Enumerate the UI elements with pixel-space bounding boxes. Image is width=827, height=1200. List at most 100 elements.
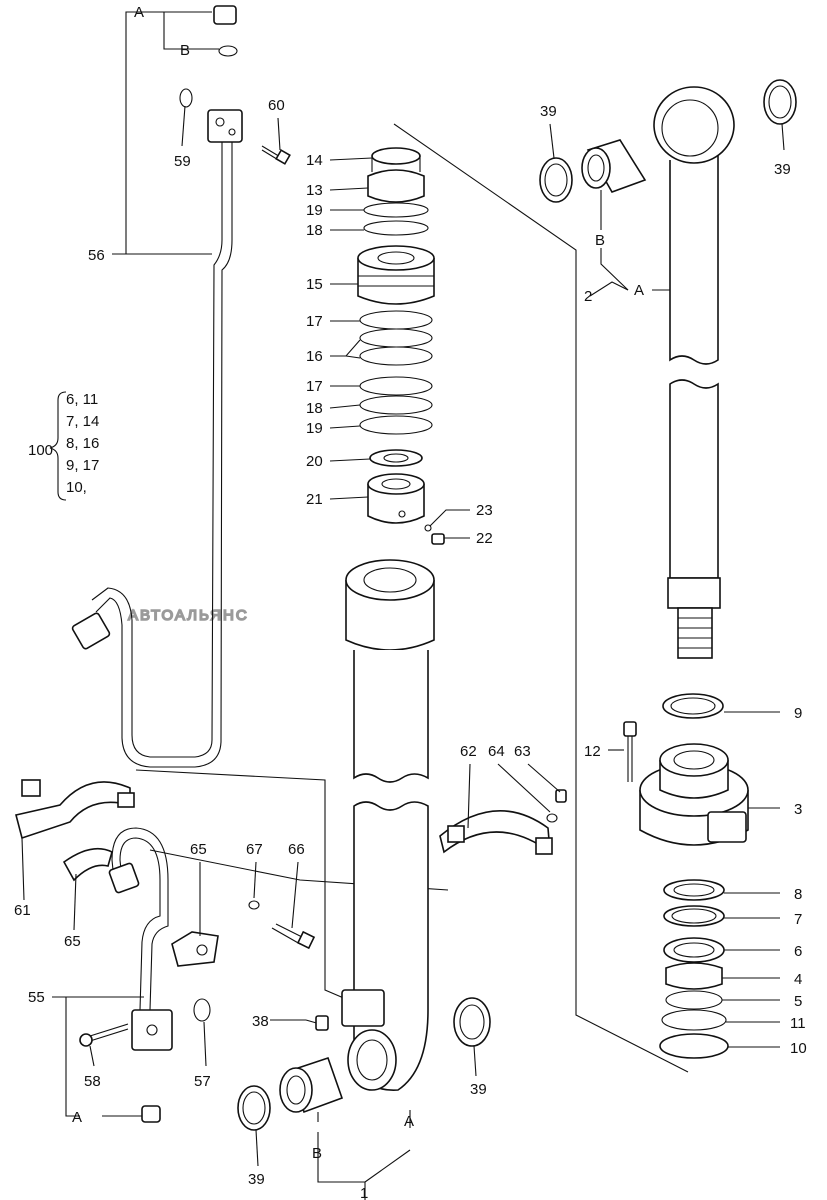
label-60: 60 [268,97,285,114]
kit-brace [49,391,67,501]
gland-seal-9 [662,693,724,719]
piston-15 [357,245,435,305]
watermark: АВТОАЛЬЯНС [128,607,249,624]
label-65-right: 65 [190,841,207,858]
label-61: 61 [14,902,31,919]
leaders-right-top [549,123,785,297]
kit-row-1: 6, 11 [66,391,98,408]
pipe-nut-fitting [71,612,111,650]
leaders-top-left [112,11,281,255]
bolt-12 [623,721,637,782]
o-ring-59 [179,88,193,108]
bushing-b-right [581,139,647,193]
leaders-center [329,157,470,539]
kit-row-4: 9, 17 [66,457,99,474]
set-screw-22 [431,533,445,545]
o-ring-b-top [218,45,238,57]
cylinder-head-3 [639,743,749,846]
label-39-bottom-left: 39 [248,1171,265,1188]
grease-fitting-38 [305,1015,329,1031]
bushing-13 [367,169,425,203]
kit-row-2: 7, 14 [66,413,99,430]
clamp-65-left [62,847,113,882]
label-57: 57 [194,1073,211,1090]
label-67: 67 [246,841,263,858]
pipe-connector-block-top [207,109,243,143]
label-17-bottom: 17 [306,378,323,395]
piston-rod-2 [653,86,735,659]
label-18-top: 18 [306,222,323,239]
piston-nut-21 [367,473,425,524]
label-8: 8 [794,886,802,903]
bushing-b-bottom [279,1056,344,1114]
label-18-bottom: 18 [306,400,323,417]
label-39-bottom-right: 39 [470,1081,487,1098]
label-16: 16 [306,348,323,365]
label-20: 20 [306,453,323,470]
label-ref-b-top: B [180,42,190,59]
clamp-65-right [171,931,219,967]
label-22: 22 [476,530,493,547]
clamp-61 [15,779,135,840]
label-4: 4 [794,971,802,988]
label-15: 15 [306,276,323,293]
label-38: 38 [252,1013,269,1030]
seal-39-right-b [763,79,797,125]
label-19-bottom: 19 [306,420,323,437]
label-39-right-b: 39 [774,161,791,178]
washer-20 [369,449,423,467]
pipe-55 [108,827,173,1051]
label-39-right-a: 39 [540,103,557,120]
kit-row-3: 8, 16 [66,435,99,452]
label-62: 62 [460,743,477,760]
label-ref-b-right: B [595,232,605,249]
label-7: 7 [794,911,802,928]
label-64: 64 [488,743,505,760]
ball-23 [424,524,432,532]
label-ref-a-bottom-left: A [72,1109,82,1126]
pipe-56 [91,140,233,768]
seal-rings-16-17 [359,310,433,435]
leaders-right-bottom [608,711,780,1048]
label-12: 12 [584,743,601,760]
label-59: 59 [174,153,191,170]
label-2: 2 [584,288,592,305]
plug-a-top [213,5,237,25]
label-19-top: 19 [306,202,323,219]
label-63: 63 [514,743,531,760]
label-3: 3 [794,801,802,818]
label-6: 6 [794,943,802,960]
label-11: 11 [790,1015,806,1032]
bolt-66 [271,923,316,950]
wiper-ring-14 [371,147,421,172]
bolt-60 [261,145,291,165]
seal-39-right-a [539,157,573,203]
label-66: 66 [288,841,305,858]
label-17-top: 17 [306,313,323,330]
part-number-labels: A B 60 59 56 100 6, 11 7, 14 8, 16 9, 17… [14,4,807,1200]
label-56: 56 [88,247,105,264]
label-14: 14 [306,152,323,169]
bolt-63 [555,789,567,803]
kit-number-label: 100 [28,442,53,459]
label-1: 1 [360,1185,368,1200]
kit-row-5: 10, [66,479,87,496]
label-55: 55 [28,989,45,1006]
label-65-left: 65 [64,933,81,950]
cylinder-tube-1 [341,559,435,1091]
ring-18-top [363,220,429,236]
plug-a-bottom [141,1105,161,1123]
label-23: 23 [476,502,493,519]
ring-19-top [363,202,429,218]
seal-39-bottom-right [453,997,491,1047]
o-ring-57 [193,998,211,1022]
label-ref-a-right: A [634,282,644,299]
label-10: 10 [790,1040,807,1057]
washer-67 [248,900,260,910]
label-ref-a-top: A [134,4,144,21]
label-ref-b-bottom: B [312,1145,322,1162]
rod-seals-4-11 [659,879,729,1059]
label-ref-a-bottom: A [404,1113,414,1130]
bolt-58 [79,1023,129,1047]
label-21: 21 [306,491,323,508]
